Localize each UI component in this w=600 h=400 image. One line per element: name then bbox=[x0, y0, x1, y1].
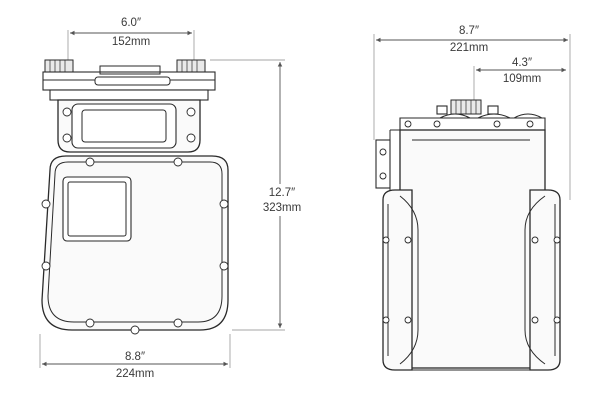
bottom-width-mm: 224mm bbox=[116, 368, 154, 380]
dimension-offset: 4.3″ 109mm bbox=[473, 57, 566, 100]
height-mm: 323mm bbox=[263, 202, 301, 214]
side-body bbox=[382, 129, 561, 371]
side-bracket bbox=[375, 129, 400, 196]
front-view: 6.0″ 152mm bbox=[39, 17, 304, 380]
dimension-bottom-width: 8.8″ 224mm bbox=[39, 334, 231, 380]
offset-inches: 4.3″ bbox=[512, 57, 532, 69]
offset-mm: 109mm bbox=[503, 73, 541, 85]
side-connector bbox=[436, 99, 499, 115]
height-inches: 12.7″ bbox=[269, 187, 295, 199]
main-body bbox=[41, 155, 229, 335]
top-manifold bbox=[42, 65, 216, 101]
depth-inches: 8.7″ bbox=[459, 25, 479, 37]
top-width-inches: 6.0″ bbox=[121, 17, 141, 29]
outlet-connector bbox=[176, 59, 206, 73]
side-view: 8.7″ 221mm 4.3″ 109mm bbox=[373, 25, 571, 371]
bottom-width-inches: 8.8″ bbox=[125, 351, 145, 363]
upper-housing bbox=[57, 99, 201, 153]
dimension-height: 12.7″ 323mm bbox=[210, 59, 304, 331]
dimension-top-width: 6.0″ 152mm bbox=[67, 17, 195, 60]
dimension-depth: 8.7″ 221mm bbox=[373, 25, 571, 200]
depth-mm: 221mm bbox=[450, 42, 488, 54]
top-width-mm: 152mm bbox=[112, 36, 150, 48]
inlet-connector bbox=[44, 59, 74, 73]
